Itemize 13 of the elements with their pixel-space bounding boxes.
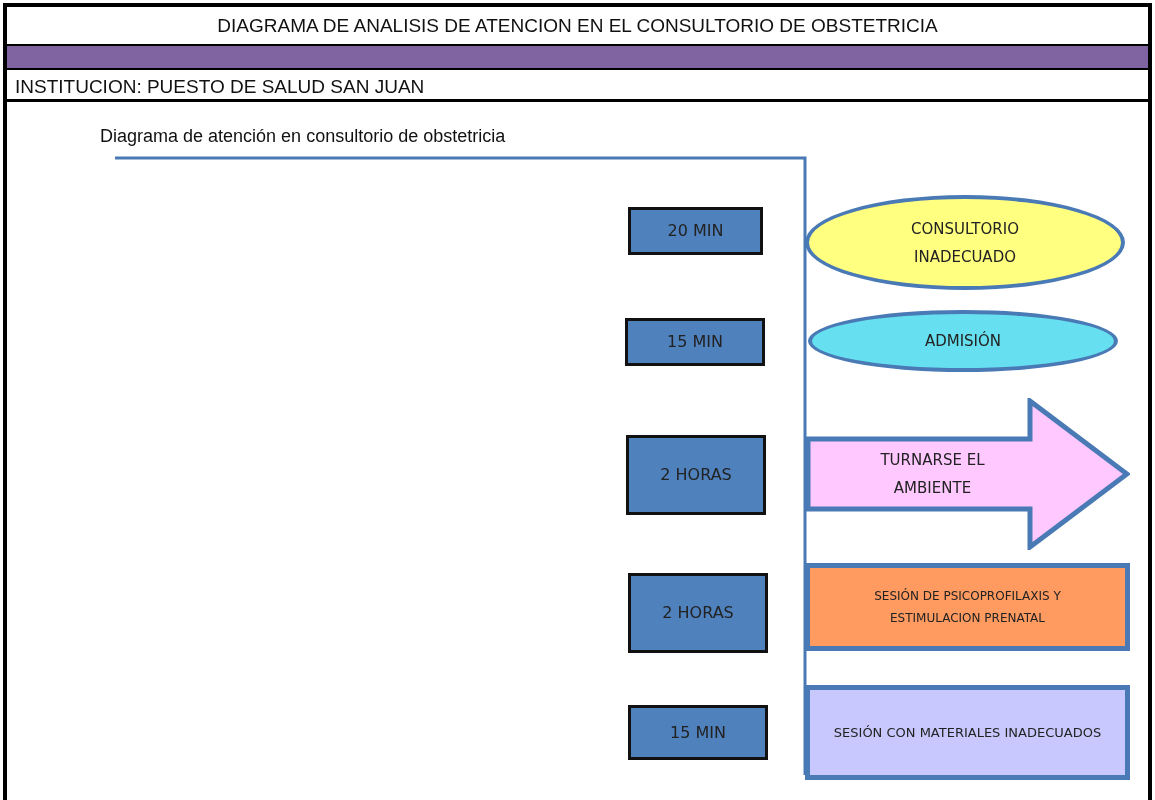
ellipse-shape: ADMISIÓN [808,310,1118,372]
time-box: 2 HORAS [628,573,768,653]
institution-label: INSTITUCION: PUESTO DE SALUD SAN JUAN [7,72,1148,102]
block-arrow-shape: TURNARSE EL AMBIENTE [805,398,1130,550]
time-box: 15 MIN [628,705,768,760]
process-box: SESIÓN DE PSICOPROFILAXIS Y ESTIMULACION PRENATAL [805,563,1130,651]
process-box: SESIÓN CON MATERIALES INADECUADOS [805,685,1130,780]
subtitle: Diagrama de atención en consultorio de obstetricia [100,125,507,148]
time-box: 2 HORAS [626,435,766,515]
time-box: 15 MIN [625,318,765,366]
title: DIAGRAMA DE ANALISIS DE ATENCION EN EL CONSULTORIO DE OBSTETRICIA [216,14,939,38]
ellipse-shape: CONSULTORIO INADECUADO [805,195,1125,290]
time-box: 20 MIN [628,207,763,255]
